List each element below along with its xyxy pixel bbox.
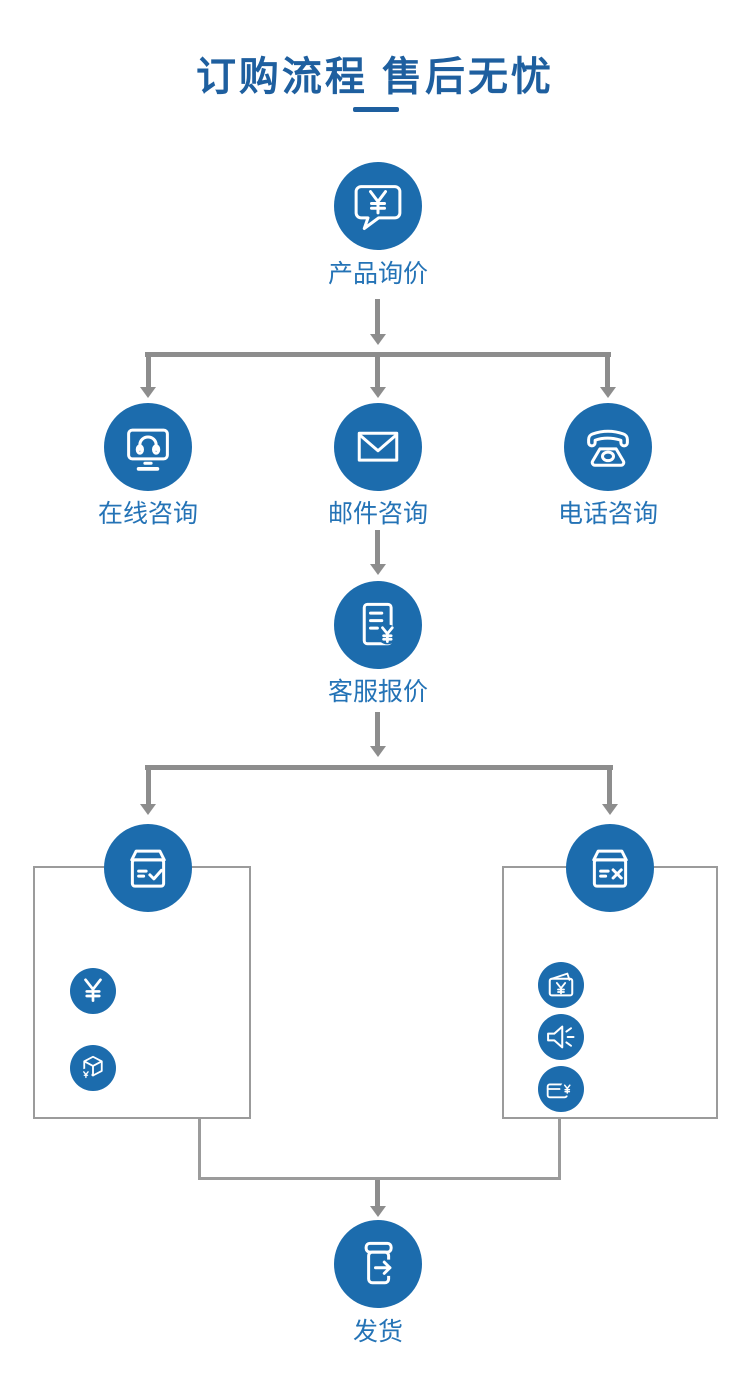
box-arrow-icon (364, 1241, 397, 1285)
node-online-consult (104, 403, 192, 491)
label-product-inquiry: 产品询价 (327, 260, 428, 288)
title-underline (353, 107, 399, 112)
arrival-notice-item (538, 1014, 584, 1060)
box-check-icon (130, 849, 166, 888)
node-in-stock (104, 824, 192, 912)
package-yuan-icon (80, 1055, 103, 1080)
payment-item (538, 1066, 584, 1112)
label-email-consult: 邮件咨询 (327, 500, 428, 528)
chat-bubble-yuan-icon (354, 185, 402, 230)
wallet-yuan-icon (548, 972, 574, 997)
prepayment-item (538, 962, 584, 1008)
loudspeaker-icon (547, 1025, 575, 1049)
cash-on-delivery-item (70, 1045, 116, 1091)
node-phone-consult (564, 403, 652, 491)
monitor-headset-icon (127, 428, 169, 471)
yuan-sign-icon (84, 978, 102, 1002)
label-service-quote: 客服报价 (327, 678, 428, 706)
pay-then-ship-item (70, 968, 116, 1014)
node-email-consult (334, 403, 422, 491)
node-product-inquiry (334, 162, 422, 250)
node-out-of-stock (566, 824, 654, 912)
telephone-icon (587, 429, 629, 467)
document-yuan-icon (362, 602, 398, 646)
label-ship: 发货 (352, 1318, 403, 1346)
box-cross-icon (592, 849, 628, 888)
node-ship (334, 1220, 422, 1308)
card-yuan-icon (546, 1081, 575, 1099)
envelope-icon (357, 431, 399, 462)
label-online-consult: 在线咨询 (97, 500, 198, 528)
node-service-quote (334, 581, 422, 669)
label-phone-consult: 电话咨询 (557, 500, 658, 528)
page-title: 订购流程 售后无忧 (195, 55, 555, 99)
out-of-stock-box (502, 866, 718, 1119)
